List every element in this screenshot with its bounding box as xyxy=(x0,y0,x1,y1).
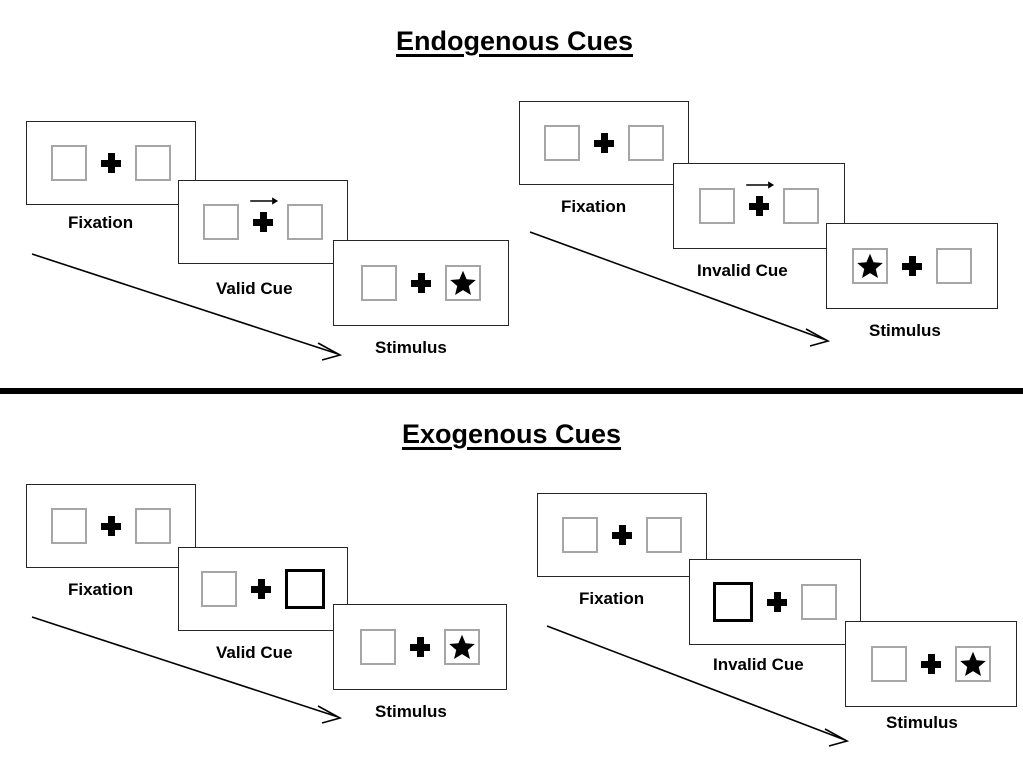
fixation-cross-icon xyxy=(612,525,632,545)
fixation-cross-icon xyxy=(251,579,271,599)
panel-endogenous-valid-cue xyxy=(178,180,348,264)
fixation-cross-icon xyxy=(746,181,775,216)
label-exogenous-invalid-cue: Invalid Cue xyxy=(713,655,804,674)
panel-exogenous-invalid-fixation xyxy=(537,493,707,577)
placeholder-box-right xyxy=(287,204,323,240)
placeholder-box-left xyxy=(201,571,237,607)
flow-arrow-endogenous-invalid xyxy=(528,228,848,353)
panel-content xyxy=(361,265,481,301)
panel-content xyxy=(544,125,664,161)
placeholder-box-left xyxy=(361,265,397,301)
panel-endogenous-invalid-stimulus xyxy=(826,223,998,309)
flow-arrow-endogenous-valid xyxy=(30,250,350,365)
placeholder-box-right xyxy=(135,508,171,544)
panel-exogenous-valid-fixation xyxy=(26,484,196,568)
label-endogenous-valid-fixation: Fixation xyxy=(68,213,134,232)
placeholder-box-left xyxy=(562,517,598,553)
fixation-cross-icon xyxy=(921,654,941,674)
panel-content xyxy=(51,145,171,181)
label-endogenous-invalid-stimulus: Stimulus xyxy=(869,321,941,340)
placeholder-box-right xyxy=(936,248,972,284)
fixation-cross-icon xyxy=(767,592,787,612)
placeholder-box-left xyxy=(360,629,396,665)
placeholder-box-left xyxy=(51,508,87,544)
panel-endogenous-valid-fixation xyxy=(26,121,196,205)
fixation-cross-icon xyxy=(101,516,121,536)
right-arrow-cue-icon xyxy=(746,180,775,190)
placeholder-box-left xyxy=(699,188,735,224)
fixation-cross-icon xyxy=(411,273,431,293)
target-box-right xyxy=(445,265,481,301)
target-box-right xyxy=(955,646,991,682)
label-exogenous-valid-stimulus: Stimulus xyxy=(375,702,447,721)
panel-content xyxy=(51,508,171,544)
cued-box-left xyxy=(713,582,753,622)
placeholder-box-left xyxy=(871,646,907,682)
black-star-icon xyxy=(960,651,986,676)
placeholder-box-right xyxy=(135,145,171,181)
section-divider xyxy=(0,388,1023,394)
label-endogenous-invalid-cue: Invalid Cue xyxy=(697,261,788,280)
panel-content xyxy=(203,197,323,240)
label-exogenous-valid-fixation: Fixation xyxy=(68,580,134,599)
black-star-icon xyxy=(857,253,883,278)
panel-endogenous-valid-stimulus xyxy=(333,240,509,326)
label-endogenous-valid-stimulus: Stimulus xyxy=(375,338,447,357)
label-exogenous-invalid-stimulus: Stimulus xyxy=(886,713,958,732)
fixation-cross-icon xyxy=(101,153,121,173)
label-exogenous-valid-cue: Valid Cue xyxy=(216,643,293,662)
placeholder-box-right xyxy=(783,188,819,224)
fixation-cross-icon xyxy=(902,256,922,276)
panel-content xyxy=(360,629,480,665)
placeholder-box-left xyxy=(51,145,87,181)
placeholder-box-right xyxy=(628,125,664,161)
section-title-exogenous: Exogenous Cues xyxy=(402,419,622,449)
panel-content xyxy=(201,569,325,609)
placeholder-box-right xyxy=(646,517,682,553)
panel-endogenous-invalid-cue xyxy=(673,163,845,249)
fixation-cross-icon xyxy=(594,133,614,153)
label-exogenous-invalid-fixation: Fixation xyxy=(579,589,645,608)
panel-exogenous-valid-cue xyxy=(178,547,348,631)
target-box-right xyxy=(444,629,480,665)
black-star-icon xyxy=(450,270,476,295)
panel-content xyxy=(871,646,991,682)
panel-exogenous-invalid-stimulus xyxy=(845,621,1017,707)
flow-arrow-exogenous-valid xyxy=(30,613,350,728)
right-arrow-cue-icon xyxy=(250,196,279,206)
target-box-left xyxy=(852,248,888,284)
panel-content xyxy=(699,181,819,224)
label-endogenous-invalid-fixation: Fixation xyxy=(561,197,627,216)
placeholder-box-left xyxy=(203,204,239,240)
panel-content xyxy=(713,582,837,622)
flow-arrow-exogenous-invalid xyxy=(545,622,865,752)
section-title-endogenous: Endogenous Cues xyxy=(396,26,634,56)
panel-content xyxy=(562,517,682,553)
fixation-cross-icon xyxy=(250,197,279,232)
placeholder-box-right xyxy=(801,584,837,620)
placeholder-box-left xyxy=(544,125,580,161)
panel-endogenous-invalid-fixation xyxy=(519,101,689,185)
fixation-cross-icon xyxy=(410,637,430,657)
panel-exogenous-invalid-cue xyxy=(689,559,861,645)
cued-box-right xyxy=(285,569,325,609)
black-star-icon xyxy=(449,634,475,659)
panel-content xyxy=(852,248,972,284)
panel-exogenous-valid-stimulus xyxy=(333,604,507,690)
label-endogenous-valid-cue: Valid Cue xyxy=(216,279,293,298)
